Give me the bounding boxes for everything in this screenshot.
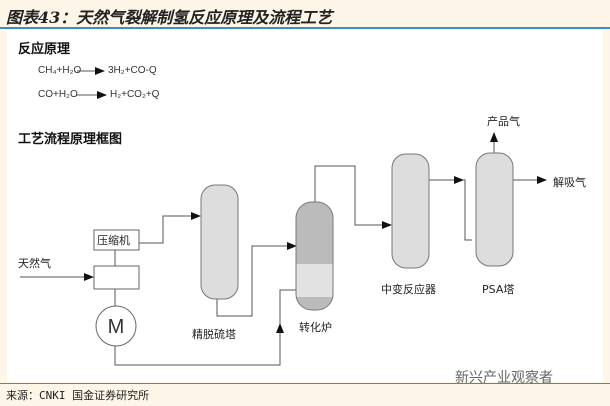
section-heading-reaction: 反应原理: [18, 42, 71, 57]
mixer-box: [93, 265, 140, 290]
shift-reactor: [391, 153, 430, 269]
desulfurizer-tower: [200, 184, 239, 300]
figure-title: 图表43：天然气裂解制氢反应原理及流程工艺: [6, 8, 333, 27]
watermark: 新兴产业观察者: [455, 370, 553, 386]
shift-reactor-label: 中变反应器: [381, 282, 436, 296]
eq1-right: 3H₂+CO-Q: [108, 65, 157, 76]
eq1-left: CH₄+H₂O: [38, 65, 82, 76]
divider: [0, 27, 610, 29]
motor-circle: [95, 305, 137, 347]
motor-label: M: [108, 316, 125, 338]
steam-line: [279, 289, 296, 324]
desorbed-label: 解吸气: [553, 175, 586, 189]
desulfurizer-label: 精脱硫塔: [192, 327, 236, 341]
compressor-label: 压缩机: [97, 233, 130, 247]
reformer-vessel: [296, 202, 333, 310]
reformer-out: [314, 165, 392, 229]
psa-label: PSA塔: [482, 283, 514, 296]
shift-line: [463, 179, 472, 241]
psa-tower: [475, 152, 514, 267]
reformer-label: 转化炉: [299, 320, 332, 334]
eq2-right: H₂+CO₂+Q: [110, 89, 160, 100]
product-label: 产品气: [487, 114, 520, 128]
desulf-out: [216, 242, 297, 317]
compressor-out: [139, 212, 201, 244]
feed-label: 天然气: [18, 256, 51, 270]
motor-line: [114, 323, 284, 366]
source-note: 来源：CNKI 国金证券研究所: [6, 389, 150, 402]
divider: [0, 383, 610, 384]
eq2-left: CO+H₂O: [38, 89, 78, 100]
section-heading-process: 工艺流程原理框图: [18, 132, 123, 147]
compressor-box: [93, 229, 140, 251]
